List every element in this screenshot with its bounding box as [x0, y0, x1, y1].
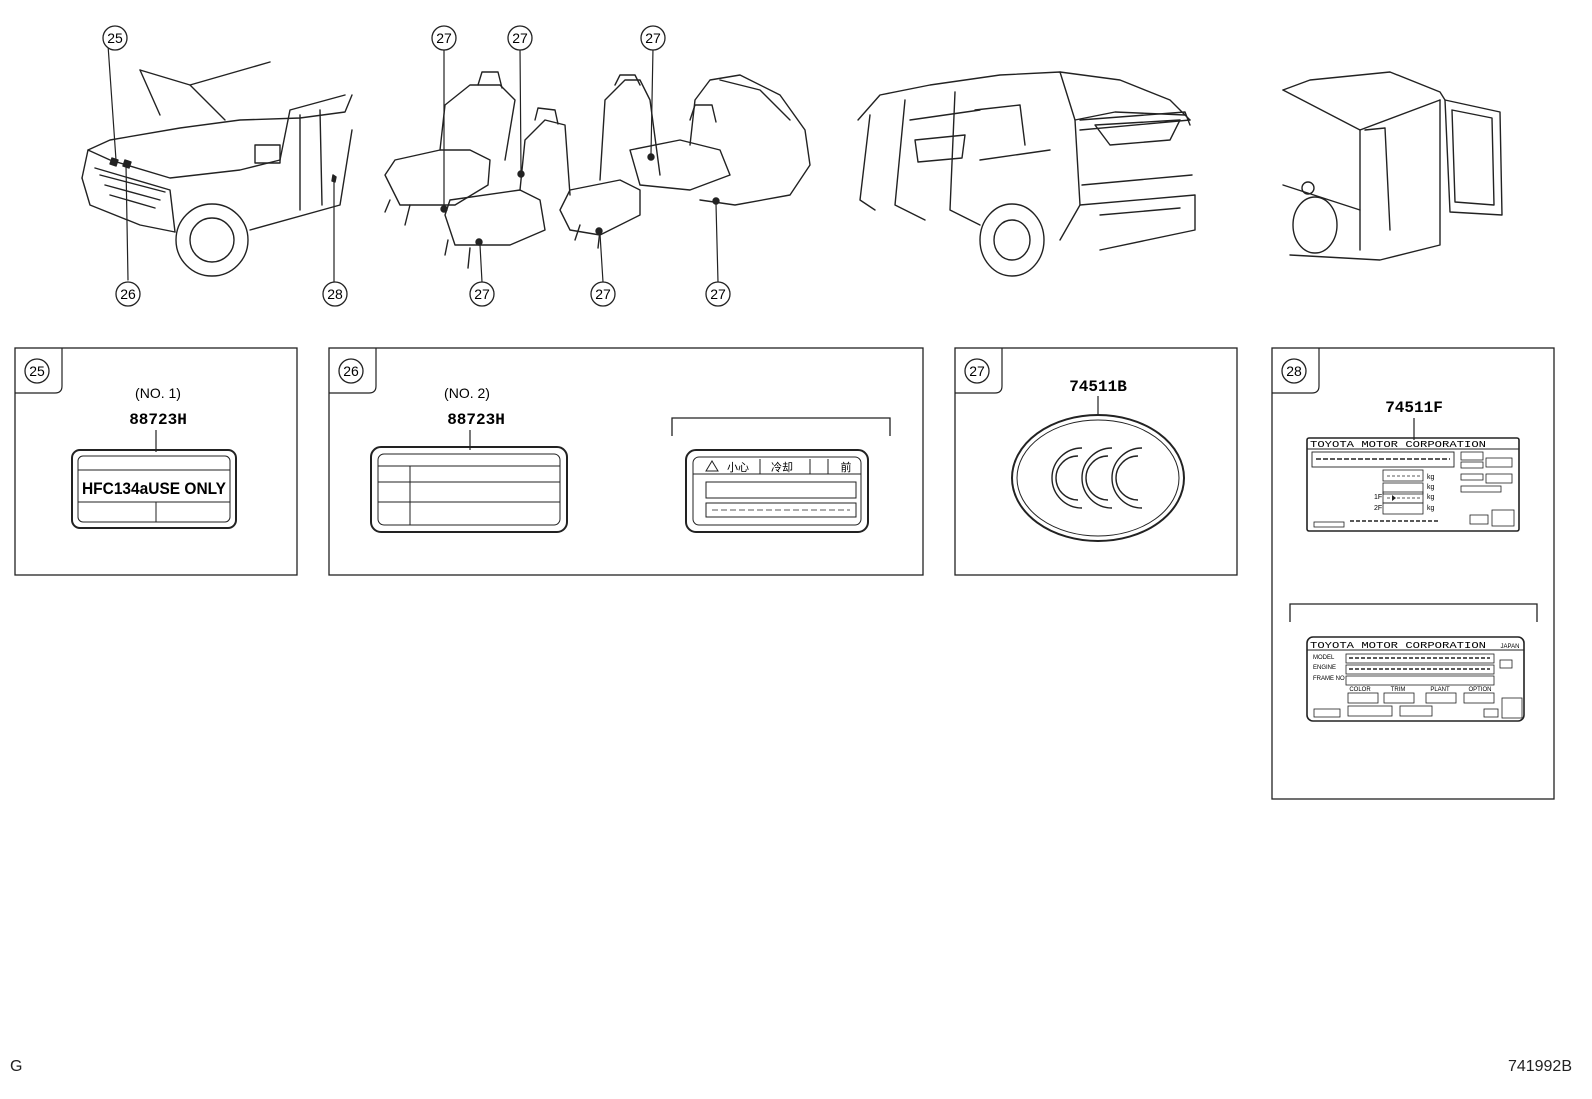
plate-b-country: JAPAN: [1501, 644, 1520, 650]
panel-25-part-no: 88723H: [129, 411, 187, 429]
panel-26-warn-c: 前: [841, 460, 852, 474]
panel-26: 26 (NO. 2) 88723H 小心 冷却 前: [328, 347, 924, 576]
callout-26-bottom: 26: [115, 281, 141, 307]
svg-text:27: 27: [645, 30, 661, 46]
plate-a-unit-4: kg: [1427, 505, 1435, 512]
plate-a-unit-2: kg: [1427, 484, 1435, 491]
panel-25-index: 25: [29, 363, 45, 379]
footer-left: G: [10, 1058, 23, 1075]
svg-text:28: 28: [327, 286, 343, 302]
plate-b-field-plant: PLANT: [1430, 687, 1450, 693]
callouts: 25 26 28 27 27 27 27 27 27: [102, 25, 731, 307]
svg-text:27: 27: [710, 286, 726, 302]
panel-26-sub: (NO. 2): [444, 385, 490, 401]
panel-27: 27 74511B: [954, 347, 1238, 576]
callout-27-top-c: 27: [640, 25, 666, 51]
svg-text:27: 27: [595, 286, 611, 302]
plate-b-title: TOYOTA MOTOR CORPORATION: [1310, 641, 1486, 651]
callout-27-top-b: 27: [507, 25, 533, 51]
plate-b-field-trim: TRIM: [1391, 687, 1406, 693]
panel-26-warn-b: 冷却: [771, 461, 793, 474]
panel-27-part-no: 74511B: [1069, 378, 1127, 396]
plate-b-field-color: COLOR: [1349, 687, 1371, 693]
vehicle-front-illustration: [81, 44, 353, 283]
plate-a-unit-3: kg: [1427, 494, 1435, 501]
svg-text:27: 27: [512, 30, 528, 46]
svg-text:27: 27: [436, 30, 452, 46]
panel-25-label-text: HFC134aUSE ONLY: [82, 479, 227, 498]
plate-a-unit-1: kg: [1427, 474, 1435, 481]
vehicle-rear-doors-illustration: [857, 71, 1196, 277]
warning-triangle-icon: [705, 460, 719, 472]
plate-b-row-model: MODEL: [1313, 655, 1335, 661]
plate-b-row-frame: FRAME NO: [1313, 676, 1345, 682]
panel-28: 28 74511F TOYOTA MOTOR CORPORATION kg kg…: [1271, 347, 1555, 800]
panel-27-index: 27: [969, 363, 985, 379]
panel-26-part-no: 88723H: [447, 411, 505, 429]
vehicle-rear-corner-illustration: [1282, 71, 1503, 261]
callout-27-bottom-c: 27: [705, 281, 731, 307]
callout-27-bottom-b: 27: [590, 281, 616, 307]
plate-a-title: TOYOTA MOTOR CORPORATION: [1310, 440, 1486, 450]
svg-text:27: 27: [474, 286, 490, 302]
footer-diagram-code: 741992B: [1507, 1058, 1572, 1075]
seats-illustration: [384, 47, 811, 283]
panel-28-part-no: 74511F: [1385, 399, 1443, 417]
panel-26-warn-a: 小心: [727, 461, 749, 474]
panel-26-index: 26: [343, 363, 359, 379]
plate-b-row-engine: ENGINE: [1313, 665, 1336, 671]
svg-text:25: 25: [107, 30, 123, 46]
callout-27-bottom-a: 27: [469, 281, 495, 307]
plate-b-field-option: OPTION: [1468, 687, 1491, 693]
plate-a-axle-2: 2F: [1374, 505, 1382, 512]
svg-text:26: 26: [120, 286, 136, 302]
callout-27-top-a: 27: [431, 25, 457, 51]
panel-25-sub: (NO. 1): [135, 385, 181, 401]
panel-28-index: 28: [1286, 363, 1302, 379]
plate-a-axle-1: 1F: [1374, 494, 1382, 501]
callout-28-bottom: 28: [322, 281, 348, 307]
panel-25: 25 (NO. 1) 88723H HFC134aUSE ONLY: [14, 347, 298, 576]
callout-25-top: 25: [102, 25, 128, 51]
ccc-mark-icon: [1051, 447, 1143, 509]
